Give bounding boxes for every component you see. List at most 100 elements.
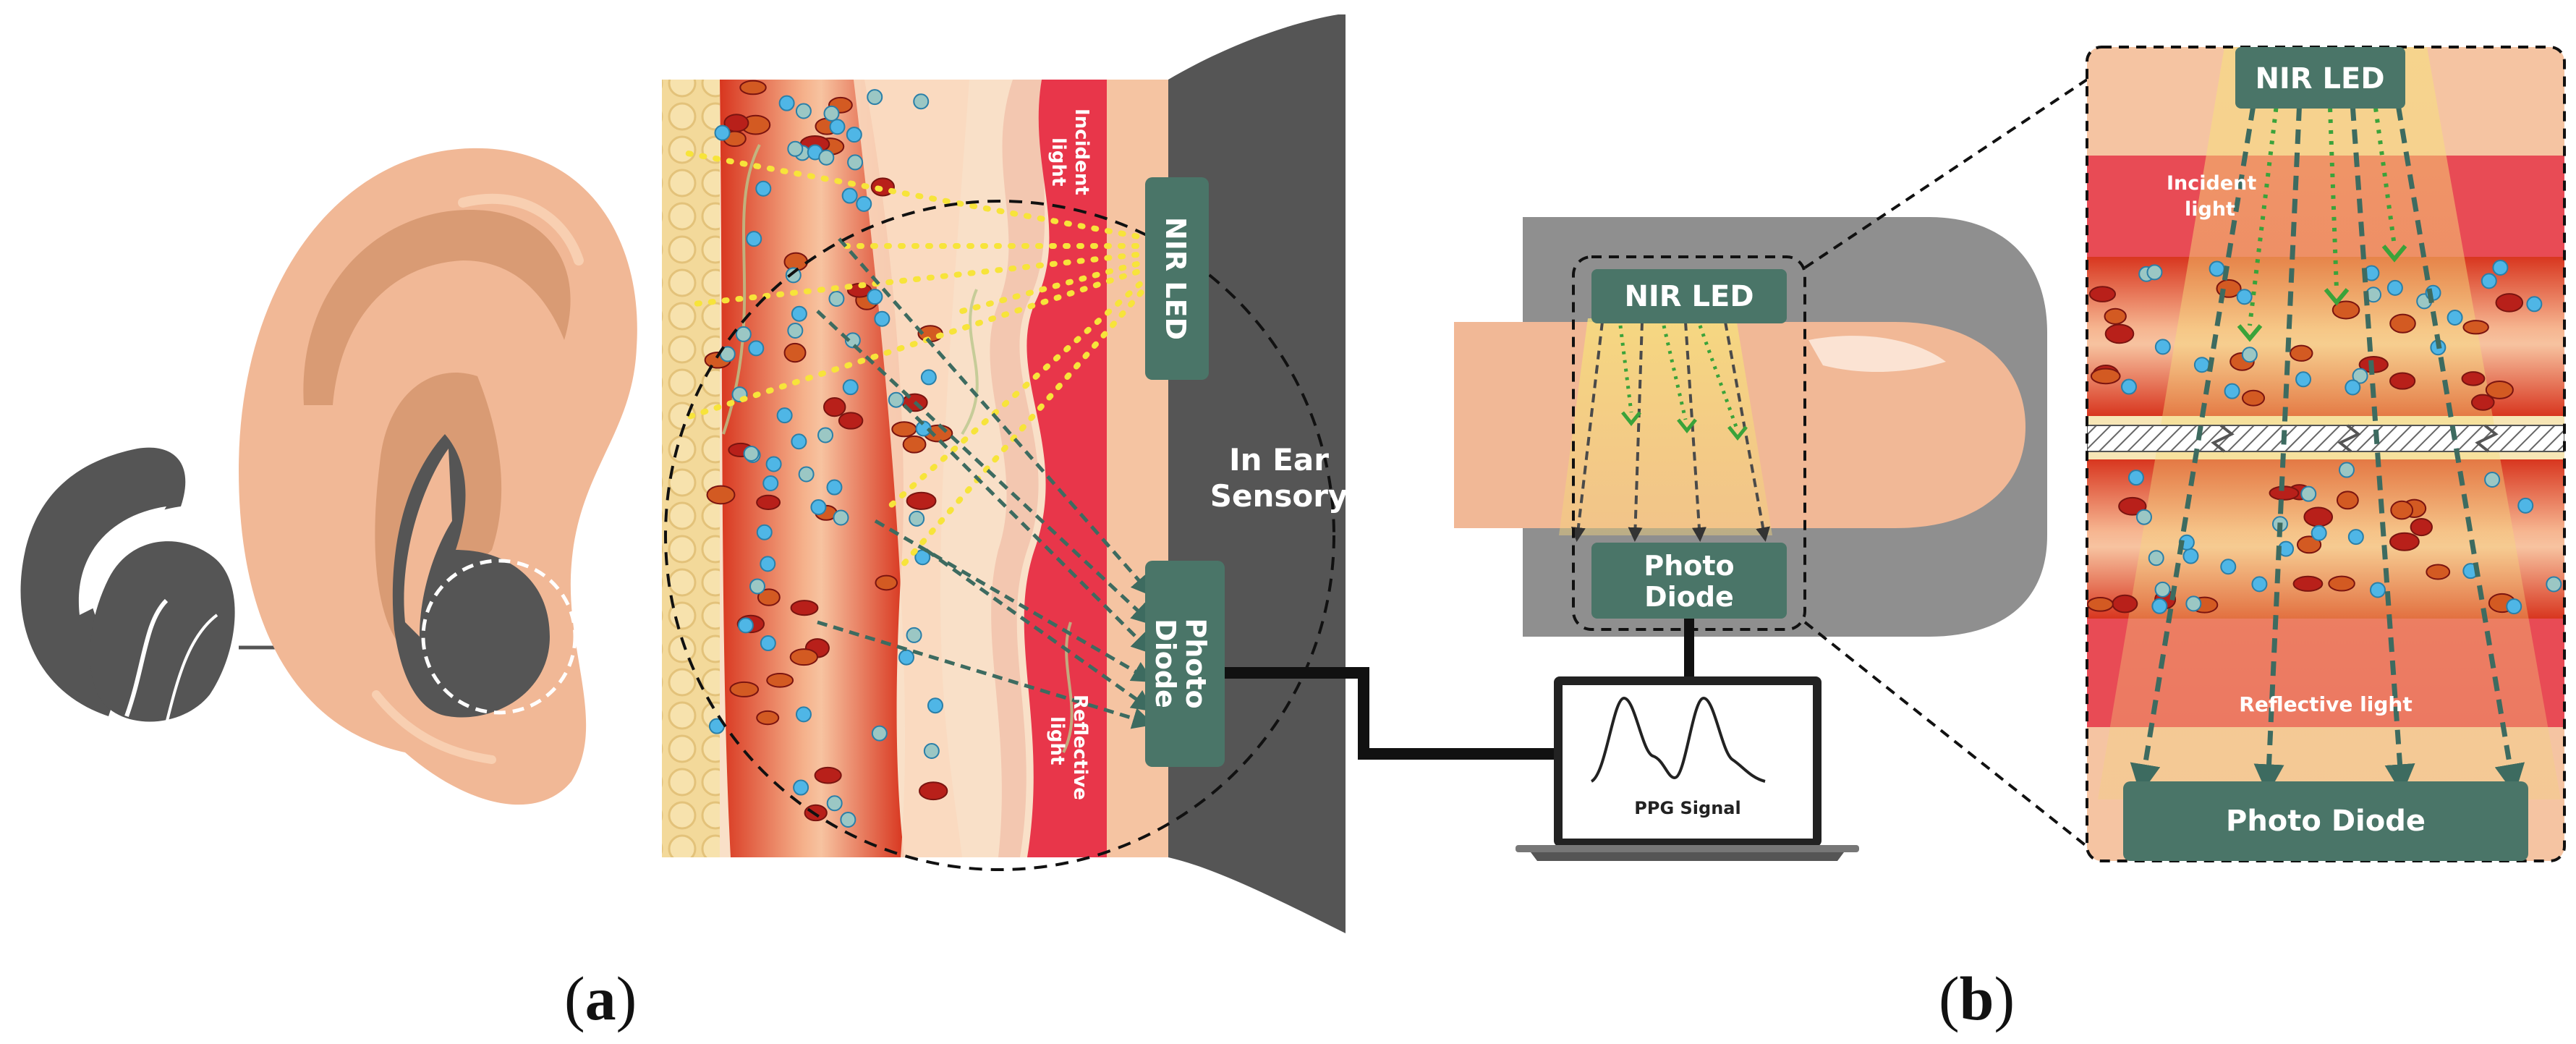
- blue-particle: [787, 322, 804, 339]
- red-blood-cell: [2296, 535, 2322, 554]
- red-blood-cell: [2104, 323, 2135, 344]
- red-blood-cell: [823, 397, 846, 417]
- red-blood-cell: [2485, 381, 2514, 399]
- panel-label-b-close: ): [1994, 964, 2015, 1033]
- blue-particle: [746, 231, 762, 247]
- blue-particle: [909, 510, 925, 527]
- ear-tissue-section: Incident light Reflective light: [662, 80, 1168, 857]
- in-ear-sensory-label-1: In Ear: [1229, 442, 1329, 478]
- blue-particle: [798, 466, 815, 483]
- blue-particle: [2182, 548, 2199, 564]
- blue-particle: [2492, 260, 2509, 276]
- blue-particle: [2352, 368, 2368, 384]
- blue-particle: [2135, 509, 2152, 525]
- ear-icon: [239, 148, 637, 805]
- blue-particle: [826, 795, 843, 812]
- red-blood-cell: [891, 421, 917, 438]
- photo-diode-box-a: Photo Diode: [1145, 561, 1225, 767]
- red-blood-cell: [2303, 506, 2334, 527]
- blue-particle: [2300, 485, 2317, 502]
- blue-particle: [2146, 264, 2163, 281]
- red-blood-cell: [2328, 575, 2355, 592]
- red-blood-cell: [2410, 517, 2433, 537]
- blue-particle: [2338, 462, 2355, 478]
- nir-led-label-a: NIR LED: [1160, 217, 1191, 340]
- blue-particle: [898, 649, 914, 666]
- blue-particle: [2251, 576, 2268, 593]
- red-blood-cell: [790, 600, 819, 616]
- finger-tissue-zoom: Incident light Reflective light: [2087, 47, 2564, 861]
- reflective-light-label: Reflective: [1069, 695, 1091, 800]
- blue-particle: [844, 332, 861, 349]
- blue-particle: [760, 556, 776, 572]
- blue-particle: [2241, 347, 2258, 363]
- red-blood-cell: [2331, 300, 2360, 320]
- blue-particle: [888, 391, 904, 408]
- blue-particle: [840, 811, 856, 828]
- ppg-waveform: [1590, 696, 1766, 783]
- ppg-signal-label: PPG Signal: [1634, 798, 1740, 818]
- blue-particle: [2517, 497, 2534, 514]
- red-blood-cell: [2290, 344, 2313, 362]
- blue-particle: [785, 267, 802, 284]
- blue-particle: [913, 93, 930, 110]
- panel-label-b-open: (: [1939, 964, 1960, 1033]
- panel-label-a-close: ): [616, 964, 637, 1033]
- blue-particle: [778, 95, 795, 111]
- red-blood-cell: [2390, 500, 2414, 520]
- zoom-incident-label-2: light: [2185, 198, 2235, 221]
- blue-particle: [2154, 339, 2171, 355]
- panel-label-a-letter: a: [585, 964, 616, 1033]
- blue-particle: [787, 140, 804, 157]
- fingernail-icon: [1808, 336, 1946, 373]
- blue-particle: [2121, 378, 2138, 395]
- blue-particle: [755, 180, 772, 197]
- blue-particle: [810, 499, 827, 516]
- blue-particle: [2220, 559, 2237, 575]
- zoom-reflective-label: Reflective light: [2239, 692, 2412, 716]
- photo-diode-box-b: Photo Diode: [1591, 543, 1787, 619]
- blue-particle: [2506, 598, 2522, 615]
- blue-particle: [762, 475, 779, 492]
- red-blood-cell: [814, 766, 842, 784]
- earbud-icon: [20, 447, 235, 724]
- blue-particle: [749, 578, 766, 595]
- red-blood-cell: [756, 710, 780, 726]
- red-blood-cell: [2292, 575, 2324, 592]
- blue-particle: [793, 779, 809, 796]
- blue-particle: [817, 427, 834, 444]
- red-blood-cell: [875, 574, 898, 591]
- blue-particle: [846, 127, 862, 143]
- red-blood-cell: [739, 80, 767, 96]
- blue-particle: [826, 479, 843, 496]
- blue-particle: [818, 149, 835, 166]
- laptop-icon: PPG Signal: [1516, 676, 1859, 861]
- red-blood-cell: [2118, 496, 2147, 516]
- nir-led-box-a: NIR LED: [1145, 177, 1209, 380]
- red-blood-cell: [838, 412, 864, 430]
- blue-particle: [2193, 357, 2210, 373]
- nir-led-label-b: NIR LED: [1624, 280, 1754, 313]
- incident-light-label: Incident: [1071, 109, 1092, 195]
- blue-particle: [748, 340, 765, 357]
- blue-particle: [2224, 383, 2240, 399]
- red-blood-cell: [757, 588, 781, 606]
- red-blood-cell: [706, 485, 736, 505]
- red-blood-cell: [2389, 532, 2420, 551]
- red-blood-cell: [2389, 372, 2416, 390]
- zoom-incident-label-1: Incident: [2167, 172, 2256, 195]
- blue-particle: [927, 697, 943, 714]
- blue-particle: [776, 407, 793, 424]
- blue-particle: [833, 509, 849, 526]
- blue-particle: [2209, 260, 2225, 277]
- blue-particle: [2526, 296, 2543, 313]
- panel-b: NIR LED Photo Diode PPG Signal: [1454, 46, 2566, 862]
- red-blood-cell: [2090, 368, 2121, 385]
- in-ear-sensory-label-2: Sensory: [1210, 478, 1348, 514]
- signal-cable: [1225, 667, 1559, 760]
- photo-diode-label-a-2: Diode: [1149, 619, 1181, 708]
- blue-particle: [2127, 470, 2144, 486]
- blue-particle: [874, 310, 890, 327]
- red-blood-cell: [2112, 594, 2138, 614]
